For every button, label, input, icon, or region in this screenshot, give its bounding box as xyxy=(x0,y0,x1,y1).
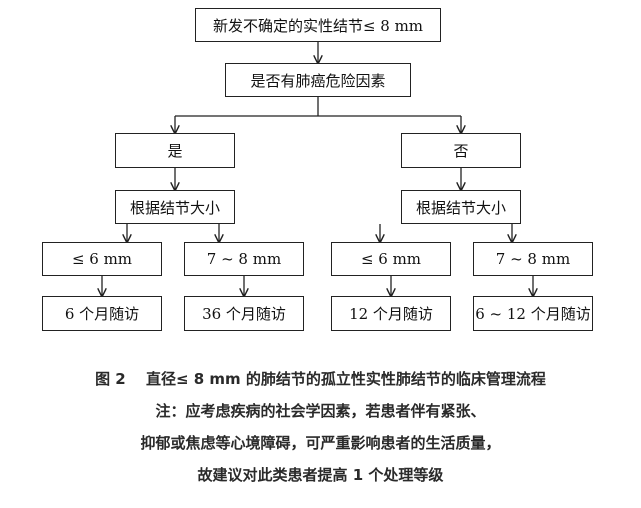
figure-caption-note-2: 抑郁或焦虑等心境障碍，可严重影响患者的生活质量， xyxy=(140,434,501,452)
no-size-small-box: ≤ 6 mm xyxy=(331,242,451,276)
no-size-step-box: 根据结节大小 xyxy=(401,190,521,224)
no-large-followup-box: 6 ~ 12 个月随访 xyxy=(473,296,593,331)
yes-small-followup-box: 6 个月随访 xyxy=(42,296,162,331)
figure-caption-title: 图 2 直径≤ 8 mm 的肺结节的孤立性实性肺结节的临床管理流程 xyxy=(95,370,546,388)
yes-size-large-box: 7 ~ 8 mm xyxy=(184,242,304,276)
figure-caption-note-1: 注：应考虑疾病的社会学因素，若患者伴有紧张、 xyxy=(155,402,486,420)
no-size-large-box: 7 ~ 8 mm xyxy=(473,242,593,276)
root-box: 新发不确定的实性结节≤ 8 mm xyxy=(195,8,441,42)
yes-branch-box: 是 xyxy=(115,133,235,168)
yes-size-small-box: ≤ 6 mm xyxy=(42,242,162,276)
yes-size-step-box: 根据结节大小 xyxy=(115,190,235,224)
no-branch-box: 否 xyxy=(401,133,521,168)
risk-question-box: 是否有肺癌危险因素 xyxy=(225,63,411,97)
no-small-followup-box: 12 个月随访 xyxy=(331,296,451,331)
yes-large-followup-box: 36 个月随访 xyxy=(184,296,304,331)
figure-caption-note-3: 故建议对此类患者提高 1 个处理等级 xyxy=(197,466,444,484)
